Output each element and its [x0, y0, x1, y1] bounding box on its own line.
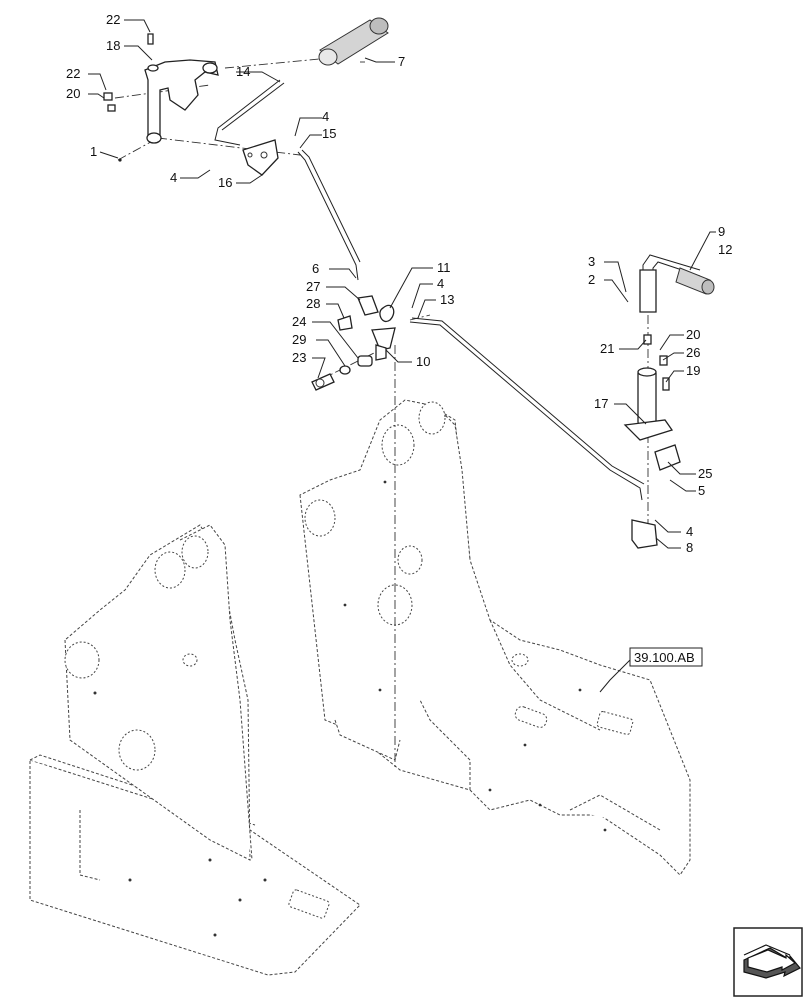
part-9-handle: [639, 254, 701, 313]
callout-22-top: 22: [106, 12, 120, 27]
callout-5: 5: [698, 483, 705, 498]
callout-29: 29: [292, 332, 306, 347]
left-frame-assembly: [29, 524, 361, 976]
part-12-grip: [675, 267, 715, 295]
callout-16: 16: [218, 175, 232, 190]
callout-9: 9: [718, 224, 725, 239]
middle-linkage: [311, 295, 396, 391]
callout-23: 23: [292, 350, 306, 365]
callout-25: 25: [698, 466, 712, 481]
callout-27: 27: [306, 279, 320, 294]
callout-17: 17: [594, 396, 608, 411]
part-8-clevis: [631, 519, 658, 549]
callout-13: 13: [440, 292, 454, 307]
reference-box[interactable]: 39.100.AB: [629, 647, 703, 667]
callout-12: 12: [718, 242, 732, 257]
part-18-pedal-bracket: [144, 59, 219, 144]
callout-22-mid: 22: [66, 66, 80, 81]
callout-8: 8: [686, 540, 693, 555]
callout-labels: 22 18 22 20 1 14 7 4 15 4 16 6 27 28 24 …: [66, 12, 732, 555]
callout-19: 19: [686, 363, 700, 378]
leader-lines: [88, 19, 716, 693]
part-25-block: [654, 444, 681, 471]
callout-7: 7: [398, 54, 405, 69]
callout-21: 21: [600, 341, 614, 356]
next-page-arrow-icon[interactable]: [733, 927, 803, 997]
callout-24: 24: [292, 314, 306, 329]
part-13-rod: [409, 317, 645, 501]
callout-18: 18: [106, 38, 120, 53]
callout-20-right: 20: [686, 327, 700, 342]
callout-11: 11: [437, 260, 451, 275]
bolts-top-left: [103, 33, 154, 162]
part-17-lever: [623, 367, 674, 441]
part-16-plate: [242, 139, 279, 176]
small-bolts-right: [643, 334, 670, 391]
reference-box-label: 39.100.AB: [634, 650, 695, 665]
callout-15: 15: [322, 126, 336, 141]
callout-10: 10: [416, 354, 430, 369]
callout-28: 28: [306, 296, 320, 311]
callout-1: 1: [90, 144, 97, 159]
callout-3: 3: [588, 254, 595, 269]
callout-14: 14: [236, 64, 250, 79]
callout-4-upper: 4: [322, 109, 329, 124]
part-15-rod: [297, 149, 361, 281]
part-7-handle-grip: [318, 17, 389, 66]
callout-4-mid: 4: [437, 276, 444, 291]
part-14-rod: [214, 79, 285, 146]
callout-20-left: 20: [66, 86, 80, 101]
right-frame-assembly: [299, 399, 691, 876]
callout-6: 6: [312, 261, 319, 276]
callout-2: 2: [588, 272, 595, 287]
callout-4-right: 4: [686, 524, 693, 539]
callout-26: 26: [686, 345, 700, 360]
callout-4-left: 4: [170, 170, 177, 185]
center-lines: [114, 57, 649, 770]
